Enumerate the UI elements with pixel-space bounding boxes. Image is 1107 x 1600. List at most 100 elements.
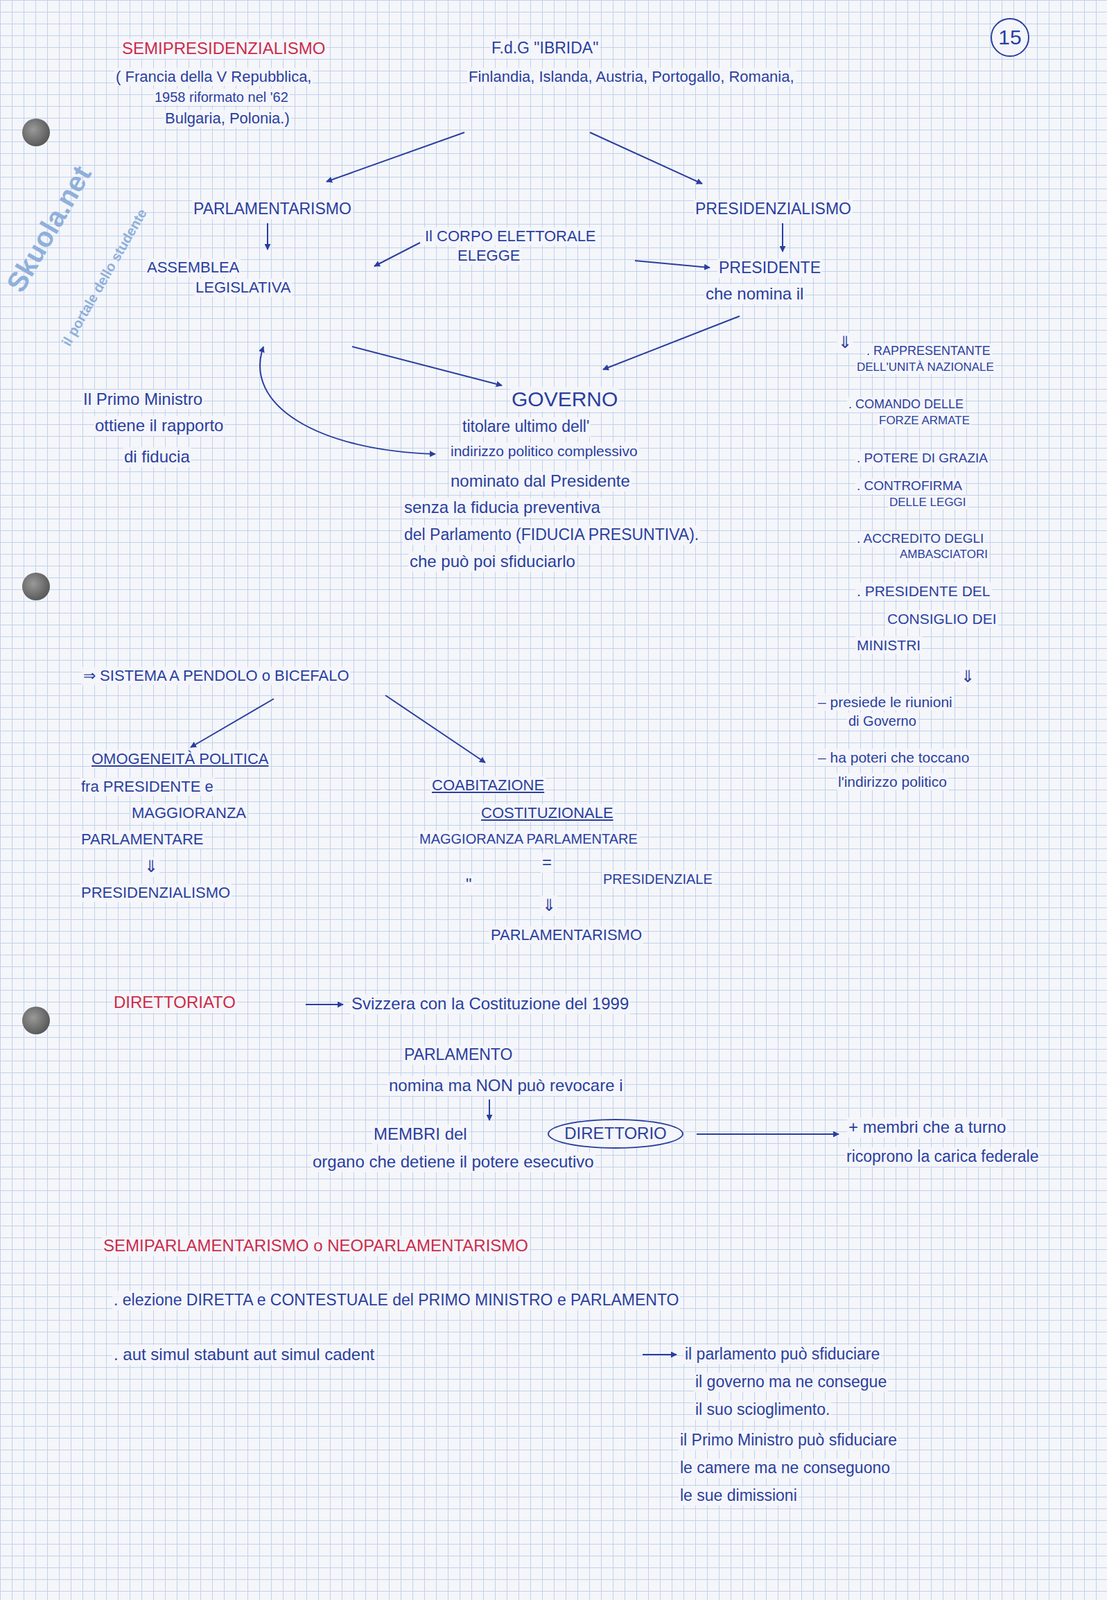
note-text: PRESIDENZIALISMO (79, 883, 232, 902)
note-text: del Parlamento (FIDUCIA PRESUNTIVA). (402, 525, 701, 545)
curved-arrow (259, 346, 436, 455)
note-text: le camere ma ne conseguono (678, 1458, 892, 1478)
note-text: fra PRESIDENTE e (79, 777, 215, 796)
section-heading: SEMIPRESIDENZIALISMO (120, 38, 327, 59)
binder-hole (22, 572, 50, 601)
arrow (326, 132, 465, 182)
note-text: MAGGIORANZA (130, 804, 248, 823)
note-text: OMOGENEITÀ POLITICA (90, 750, 270, 769)
watermark-text: Skuola.net (0, 158, 99, 300)
node-text: DIRETTORIO (564, 1123, 667, 1144)
note-text: COABITAZIONE (430, 776, 546, 795)
note-text: LEGISLATIVA (194, 278, 292, 297)
note-text: ricoprono la carica federale (844, 1147, 1040, 1167)
arrow (589, 132, 703, 184)
note-text: ( Francia della V Repubblica, (114, 67, 313, 86)
note-text: ⇓ (142, 856, 160, 877)
note-text: Il CORPO ELETTORALE (423, 227, 598, 246)
circled-term: DIRETTORIO (547, 1118, 684, 1149)
note-text: ASSEMBLEA (145, 258, 241, 277)
note-text: + membri che a turno (847, 1117, 1008, 1138)
arrow (352, 346, 502, 386)
note-text: il governo ma ne consegue (693, 1372, 888, 1392)
arrow (385, 695, 486, 763)
note-text: ottiene il rapporto (93, 415, 225, 437)
arrow (374, 242, 421, 267)
note-text: ⇓ (959, 666, 976, 687)
note-text: PARLAMENTARE (79, 830, 205, 849)
note-text: senza la fiducia preventiva (402, 497, 602, 518)
note-text: che può poi sfiduciarlo (408, 551, 577, 572)
note-text: che nomina il (704, 284, 805, 305)
note-text: indirizzo politico complessivo (449, 442, 640, 460)
note-text: . POTERE DI GRAZIA (855, 450, 990, 467)
note-text: DELL'UNITÀ NAZIONALE (855, 360, 996, 375)
note-text: F.d.G "IBRIDA" (490, 38, 600, 59)
note-text: MAGGIORANZA PARLAMENTARE (417, 830, 640, 848)
note-text: – presiede le riunioni (816, 693, 954, 711)
note-text: titolare ultimo dell' (460, 417, 591, 437)
note-text: 1958 riformato nel '62 (153, 88, 290, 106)
note-text: organo che detiene il potere esecutivo (311, 1152, 596, 1173)
note-text: COSTITUZIONALE (479, 804, 615, 823)
note-text: il Primo Ministro può sfiduciare (678, 1430, 899, 1451)
note-text: ELEGGE (456, 246, 522, 265)
binder-hole (22, 1006, 50, 1035)
arrow (781, 223, 784, 252)
note-text: PRESIDENZIALE (601, 870, 714, 888)
arrow (696, 1133, 839, 1135)
arrow (634, 260, 710, 268)
note-text: il suo scioglimento. (693, 1400, 832, 1420)
note-text: Bulgaria, Polonia.) (163, 109, 292, 128)
note-text: l'indirizzo politico (836, 772, 949, 791)
arrows (190, 132, 839, 1355)
note-text: CONSIGLIO DEI (885, 609, 999, 628)
note-text: Il Primo Ministro (81, 389, 204, 410)
note-text: nominato dal Presidente (449, 471, 632, 492)
note-text: ⇓ (540, 895, 558, 916)
note-text: AMBASCIATORI (898, 547, 990, 562)
note-text: le sue dimissioni (678, 1486, 799, 1506)
note-text: Finlandia, Islanda, Austria, Portogallo,… (467, 67, 796, 86)
note-text: PARLAMENTARISMO (489, 926, 644, 945)
node-text: 15 (998, 24, 1022, 50)
note-text: di fiducia (122, 447, 192, 468)
arrow (642, 1353, 677, 1356)
note-text: PRESIDENTE (717, 258, 823, 278)
note-text: ⇓ (836, 332, 854, 353)
note-text: MEMBRI del (372, 1124, 469, 1145)
note-text: PARLAMENTARISMO (192, 199, 353, 220)
note-text: – ha poteri che toccano (816, 748, 971, 766)
note-text: " (464, 874, 474, 895)
note-text: . RAPPRESENTANTE (865, 343, 992, 360)
note-text: PARLAMENTO (402, 1045, 514, 1065)
note-text: Svizzera con la Costituzione del 1999 (350, 994, 631, 1015)
section-heading: SEMIPARLAMENTARISMO o NEOPARLAMENTARISMO (101, 1235, 530, 1257)
arrow (488, 1099, 491, 1121)
binder-hole (22, 118, 50, 147)
note-text: il parlamento può sfiduciare (683, 1344, 882, 1365)
watermark-text: il portale dello studente (57, 204, 152, 351)
section-heading: DIRETTORIATO (112, 992, 238, 1013)
arrow (603, 316, 740, 370)
note-text: DELLE LEGGI (887, 495, 968, 510)
page-number-circle: 15 (990, 18, 1030, 57)
note-text: ⇒ SISTEMA A PENDOLO o BICEFALO (81, 666, 351, 685)
note-text: . COMANDO DELLE (847, 397, 965, 413)
note-text: GOVERNO (510, 386, 620, 412)
note-text: . CONTROFIRMA (855, 478, 964, 495)
arrow (266, 223, 269, 250)
arrow (305, 1003, 344, 1006)
note-text: . aut simul stabunt aut simul cadent (112, 1344, 376, 1365)
note-text: nomina ma NON può revocare i (387, 1075, 624, 1096)
note-text: . elezione DIRETTA e CONTESTUALE del PRI… (112, 1290, 681, 1311)
note-text: MINISTRI (855, 636, 922, 654)
note-text: PRESIDENZIALISMO (693, 199, 853, 220)
note-text: . PRESIDENTE DEL (855, 582, 992, 600)
note-text: di Governo (847, 712, 918, 730)
note-text: = (540, 852, 554, 873)
note-text: FORZE ARMATE (877, 413, 972, 428)
note-text: . ACCREDITO DEGLI (855, 530, 986, 547)
arrow (190, 698, 274, 748)
